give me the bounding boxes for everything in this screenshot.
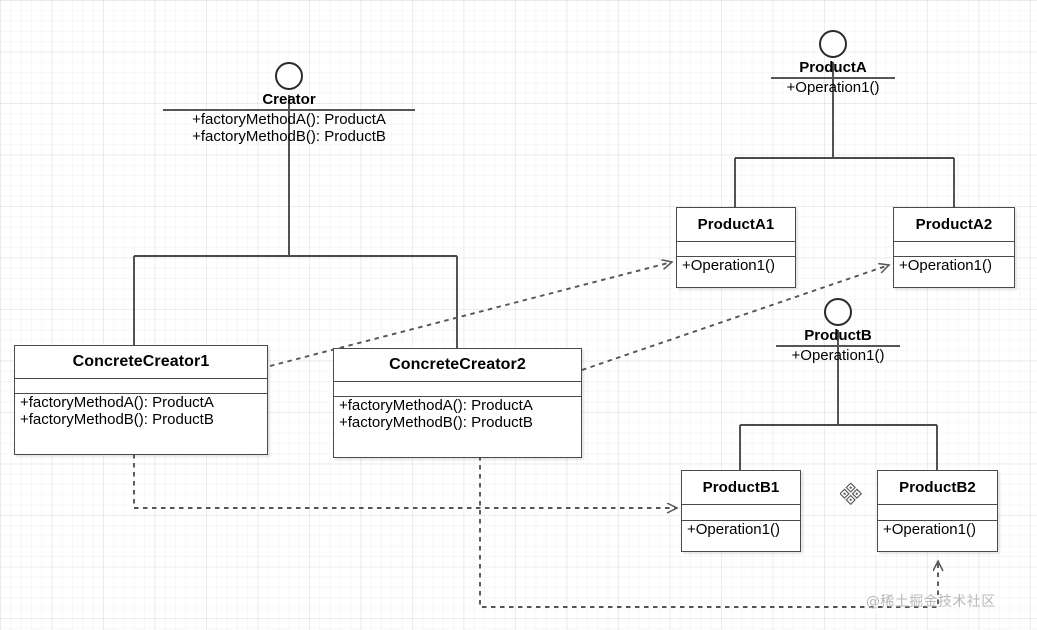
class-producta2-attributes: [894, 241, 1014, 256]
class-concretecreator1-attributes: [15, 378, 267, 393]
interface-lollipop-icon: [824, 298, 852, 326]
edge-cc2-to-productB2: [479, 456, 938, 608]
interface-creator-operation-1: +factoryMethodA(): ProductA: [192, 111, 386, 128]
move-handle-icon[interactable]: [839, 482, 863, 506]
class-productb2-attributes: [878, 504, 997, 520]
class-productb1-attributes: [682, 504, 800, 520]
class-producta1-operations: +Operation1(): [677, 256, 795, 277]
class-concretecreator2-operation-2: +factoryMethodB(): ProductB: [339, 413, 533, 431]
class-concretecreator2[interactable]: ConcreteCreator2 +factoryMethodA(): Prod…: [333, 348, 582, 458]
watermark-text: @稀土掘金技术社区: [866, 594, 996, 610]
interface-productb-name: ProductB: [804, 327, 872, 344]
class-concretecreator1-operations: +factoryMethodA(): ProductA +factoryMeth…: [15, 393, 267, 431]
class-productb2-title: ProductB2: [899, 479, 976, 496]
interface-creator[interactable]: Creator +factoryMethodA(): ProductA +fac…: [159, 62, 419, 145]
class-productb1-title: ProductB1: [702, 479, 780, 496]
edge-cc1-to-productB1: [133, 454, 677, 508]
class-productb2[interactable]: ProductB2 +Operation1(): [877, 470, 998, 552]
class-concretecreator1-operation-1: +factoryMethodA(): ProductA: [20, 394, 214, 411]
class-producta2-operation-1: +Operation1(): [899, 257, 992, 274]
class-producta1-attributes: [677, 241, 795, 256]
interface-creator-name: Creator: [262, 91, 316, 108]
class-productb1[interactable]: ProductB1 +Operation1(): [681, 470, 801, 552]
interface-productb[interactable]: ProductB +Operation1(): [758, 298, 918, 364]
class-concretecreator2-title: ConcreteCreator2: [389, 356, 526, 373]
interface-creator-operation-2: +factoryMethodB(): ProductB: [192, 128, 386, 145]
class-concretecreator2-attributes: [334, 381, 581, 396]
class-productb1-operations: +Operation1(): [682, 520, 800, 541]
class-productb1-operation-1: +Operation1(): [687, 521, 780, 538]
class-producta2-operations: +Operation1(): [894, 256, 1014, 277]
class-concretecreator1[interactable]: ConcreteCreator1 +factoryMethodA(): Prod…: [14, 345, 268, 455]
interface-producta-name: ProductA: [799, 59, 867, 76]
class-concretecreator2-operations: +factoryMethodA(): ProductA +factoryMeth…: [334, 396, 581, 434]
class-productb2-operations: +Operation1(): [878, 520, 997, 541]
interface-lollipop-icon: [819, 30, 847, 58]
class-productb2-operation-1: +Operation1(): [883, 521, 976, 538]
class-producta1-title: ProductA1: [697, 216, 775, 233]
class-producta1-operation-1: +Operation1(): [682, 257, 775, 274]
interface-creator-separator: [163, 109, 415, 111]
class-producta1[interactable]: ProductA1 +Operation1(): [676, 207, 796, 288]
class-producta2-title: ProductA2: [915, 216, 993, 233]
interface-lollipop-icon: [275, 62, 303, 90]
edge-cc1-to-productA1: [269, 262, 672, 367]
class-concretecreator2-operation-1: +factoryMethodA(): ProductA: [339, 397, 533, 414]
interface-producta[interactable]: ProductA +Operation1(): [753, 30, 913, 96]
edge-cc2-to-productA2: [581, 265, 889, 371]
class-producta2[interactable]: ProductA2 +Operation1(): [893, 207, 1015, 288]
interface-productb-separator: [776, 345, 900, 347]
interface-productb-operation-1: +Operation1(): [791, 347, 885, 364]
class-concretecreator1-operation-2: +factoryMethodB(): ProductB: [20, 410, 214, 428]
interface-producta-separator: [771, 77, 895, 79]
interface-producta-operation-1: +Operation1(): [786, 79, 880, 96]
class-concretecreator1-title: ConcreteCreator1: [72, 353, 210, 370]
